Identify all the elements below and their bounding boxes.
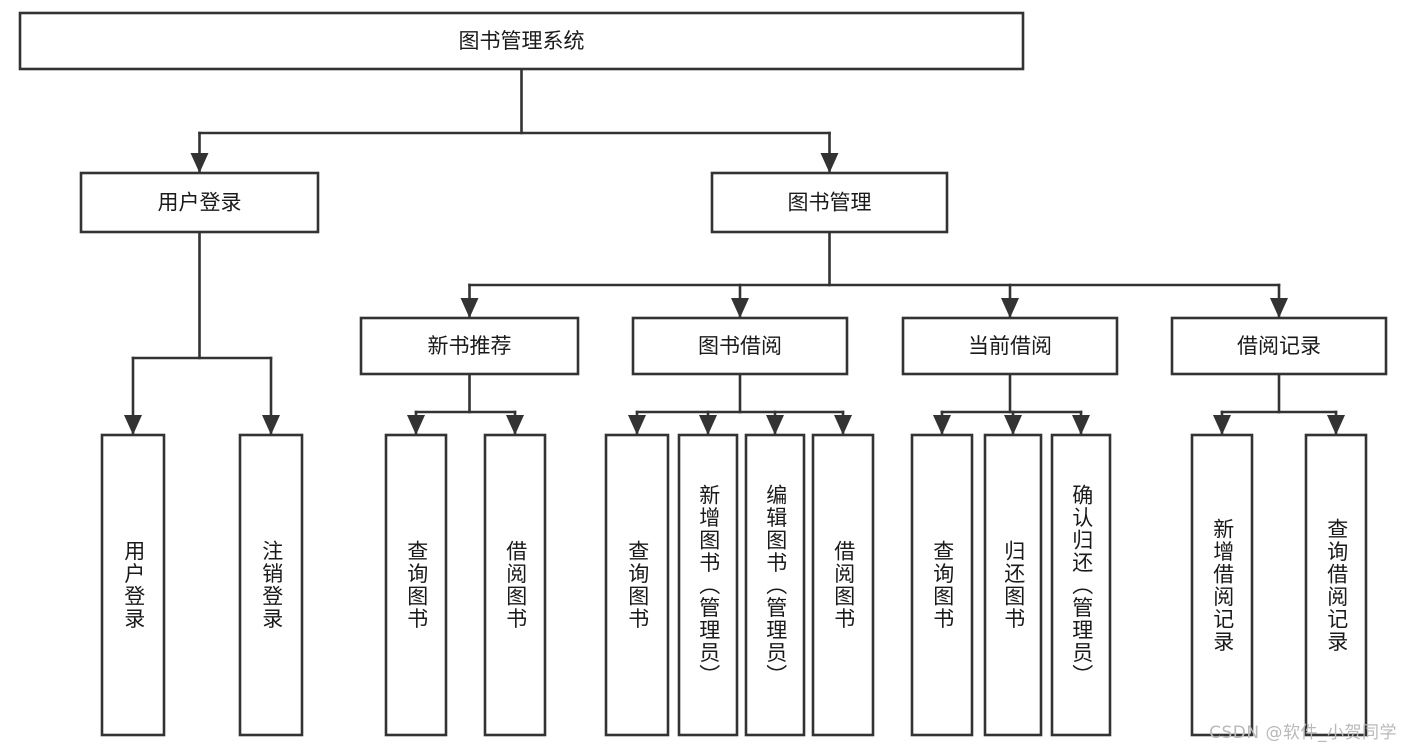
node-label-new-book-recommend: 新书推荐	[428, 334, 512, 358]
csdn-watermark: CSDN @软件_小贺同学	[1209, 723, 1397, 743]
node-box-book-borrow[interactable]	[631, 316, 849, 376]
node-box-leaf-add-book[interactable]	[677, 433, 739, 737]
arrow-head-icon	[460, 298, 479, 318]
node-box-leaf-borrow-book[interactable]	[811, 433, 875, 737]
node-label-root: 图书管理系统	[459, 29, 585, 53]
node-box-leaf-borrow-book-recommend[interactable]	[483, 433, 547, 737]
arrow-head-icon	[407, 415, 425, 435]
arrow-head-icon	[731, 298, 749, 318]
node-label-book-manage: 图书管理	[788, 191, 872, 215]
node-box-leaf-edit-book[interactable]	[744, 433, 806, 737]
node-box-leaf-confirm-return[interactable]	[1050, 433, 1112, 737]
node-label-current-borrow: 当前借阅	[968, 334, 1052, 358]
node-box-user-login[interactable]	[79, 171, 320, 234]
arrow-head-icon	[820, 153, 839, 173]
node-box-root[interactable]	[18, 11, 1025, 71]
node-box-leaf-logout[interactable]	[238, 433, 304, 737]
arrow-head-icon	[766, 415, 784, 435]
boxes-layer	[18, 11, 1388, 737]
node-box-leaf-query-book-recommend[interactable]	[384, 433, 448, 737]
arrow-head-icon	[1327, 415, 1345, 435]
arrow-head-icon	[124, 415, 142, 435]
node-label-borrow-record: 借阅记录	[1237, 334, 1321, 358]
node-box-leaf-query-borrow-record[interactable]	[1304, 433, 1368, 737]
node-box-leaf-return-book[interactable]	[983, 433, 1043, 737]
node-label-book-borrow: 图书借阅	[698, 334, 782, 358]
node-box-leaf-user-login[interactable]	[100, 433, 166, 737]
arrow-head-icon	[1270, 298, 1288, 318]
arrow-head-icon	[1001, 298, 1019, 318]
node-box-leaf-query-book-current[interactable]	[910, 433, 974, 737]
node-box-borrow-record[interactable]	[1170, 316, 1388, 376]
arrow-head-icon	[1004, 415, 1022, 435]
node-label-user-login: 用户登录	[158, 191, 242, 215]
arrow-head-icon	[1213, 415, 1231, 435]
node-box-leaf-add-borrow-record[interactable]	[1190, 433, 1254, 737]
arrow-head-icon	[834, 415, 852, 435]
arrow-head-icon	[506, 415, 524, 435]
arrow-head-icon	[628, 415, 646, 435]
node-box-leaf-query-book-borrow[interactable]	[604, 433, 670, 737]
node-box-new-book-recommend[interactable]	[359, 316, 580, 376]
arrow-head-icon	[699, 415, 717, 435]
arrow-head-icon	[262, 415, 280, 435]
connectors-layer	[124, 67, 1345, 436]
arrow-head-icon	[933, 415, 951, 435]
node-box-current-borrow[interactable]	[901, 316, 1119, 376]
arrow-head-icon	[1072, 415, 1090, 435]
node-box-book-manage[interactable]	[710, 171, 949, 234]
arrow-head-icon	[190, 153, 209, 173]
